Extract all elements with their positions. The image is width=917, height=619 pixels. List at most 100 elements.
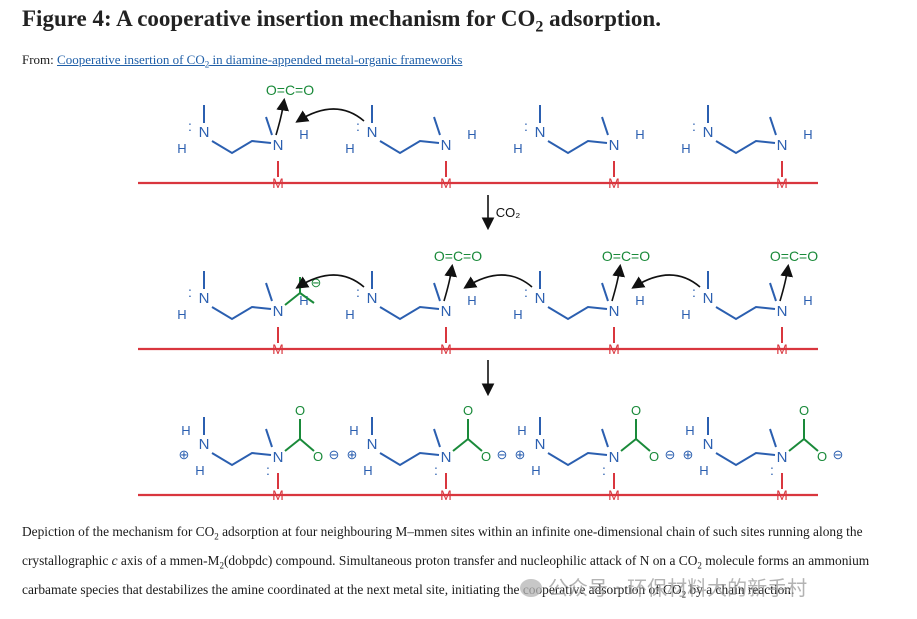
carbamate-bond [299, 292, 315, 304]
ethylene-bridge [211, 139, 272, 155]
amine-n-label: N [777, 449, 788, 466]
lone-pair: : [356, 118, 360, 134]
o-label: O [463, 403, 473, 418]
co2-molecule: O=C=O [434, 248, 482, 264]
metal-site-label: M [776, 341, 788, 357]
carbamate-bond [452, 438, 469, 452]
ethylene-bridge [547, 305, 608, 321]
methyl-bond [265, 282, 273, 302]
h-label: H [349, 423, 358, 438]
metal-site-label: M [440, 341, 452, 357]
ethylene-bridge [211, 305, 272, 321]
article-link[interactable]: Cooperative insertion of CO2 in diamine-… [57, 52, 463, 70]
lone-pair: : [188, 284, 192, 300]
carbamate-bond [299, 438, 315, 452]
lone-pair: : [524, 284, 528, 300]
metal-site-label: M [608, 341, 620, 357]
h-label: H [467, 293, 476, 308]
h-label: H [635, 293, 644, 308]
amine-n-label: N [199, 124, 210, 141]
amine-n-label: N [777, 303, 788, 320]
ethylene-bridge [379, 305, 440, 321]
amine-n-label: N [609, 137, 620, 154]
co2-molecule: O=C=O [266, 82, 314, 98]
carbamate-bond [635, 438, 651, 452]
figure-caption: Depiction of the mechanism for CO2 adsor… [22, 524, 870, 601]
h-label: H [681, 307, 690, 322]
h-label: H [517, 423, 526, 438]
amine-n-label: N [609, 303, 620, 320]
amine-n-label: N [367, 290, 378, 307]
h-label: H [685, 423, 694, 438]
metal-site-label: M [272, 175, 284, 191]
methyl-bond [601, 428, 609, 448]
lone-pair: : [356, 284, 360, 300]
h-label: H [803, 127, 812, 142]
metal-site-label: M [776, 487, 788, 503]
ethylene-bridge [715, 139, 776, 155]
amine-n-label: N [441, 137, 452, 154]
h-label: H [513, 307, 522, 322]
reaction-rows: MNNH:HO=C=OMNNH:HMNNH:HMNNH:HMNNH:H⊖MNNH… [138, 82, 843, 503]
proton-transfer-arrow [295, 108, 365, 123]
amine-n-label: N [441, 303, 452, 320]
carbamate-bond [788, 438, 805, 452]
o-label: O [313, 449, 323, 464]
charge-minus: ⊖ [665, 447, 676, 462]
carbamate-bond [467, 438, 483, 452]
ethylene-bridge [715, 451, 776, 467]
lone-pair: : [692, 118, 696, 134]
lone-pair: : [770, 462, 774, 478]
o-label: O [799, 403, 809, 418]
amine-n-label: N [367, 124, 378, 141]
figure-title: Figure 4: A cooperative insertion mechan… [22, 6, 661, 36]
amine-n-label: N [367, 436, 378, 453]
lone-pair: : [188, 118, 192, 134]
amine-n-label: N [609, 449, 620, 466]
amine-n-label: N [535, 290, 546, 307]
charge-plus: ⊕ [683, 447, 694, 462]
lone-pair: : [602, 462, 606, 478]
attack-arrow [779, 263, 793, 302]
metal-site-label: M [272, 341, 284, 357]
ethylene-bridge [211, 451, 272, 467]
h-label: H [181, 423, 190, 438]
h-label: H [803, 293, 812, 308]
amine-n-label: N [703, 436, 714, 453]
carbamate-bond [620, 438, 637, 452]
charge-plus: ⊕ [347, 447, 358, 462]
metal-site-label: M [440, 175, 452, 191]
attack-arrow [443, 263, 457, 302]
lone-pair: : [524, 118, 528, 134]
charge-minus: ⊖ [833, 447, 844, 462]
source-line: From: Cooperative insertion of CO2 in di… [22, 52, 462, 70]
lone-pair: : [434, 462, 438, 478]
charge-minus: ⊖ [329, 447, 340, 462]
h-label: H [681, 141, 690, 156]
amine-n-label: N [703, 290, 714, 307]
methyl-bond [601, 282, 609, 302]
h-label: H [513, 141, 522, 156]
amine-n-label: N [199, 290, 210, 307]
ethylene-bridge [547, 139, 608, 155]
amine-n-label: N [535, 124, 546, 141]
co2-molecule: O=C=O [602, 248, 650, 264]
h-label: H [635, 127, 644, 142]
ethylene-bridge [379, 451, 440, 467]
ethylene-bridge [547, 451, 608, 467]
methyl-bond [601, 116, 609, 136]
methyl-bond [265, 116, 273, 136]
h-label: H [299, 127, 308, 142]
co2-molecule: O=C=O [770, 248, 818, 264]
wechat-icon [520, 579, 542, 597]
methyl-bond [769, 282, 777, 302]
amine-n-label: N [273, 303, 284, 320]
metal-site-label: M [272, 487, 284, 503]
metal-site-label: M [608, 487, 620, 503]
ethylene-bridge [379, 139, 440, 155]
h-label: H [467, 127, 476, 142]
lone-pair: : [692, 284, 696, 300]
amine-n-label: N [273, 137, 284, 154]
amine-n-label: N [535, 436, 546, 453]
lone-pair: : [266, 462, 270, 478]
